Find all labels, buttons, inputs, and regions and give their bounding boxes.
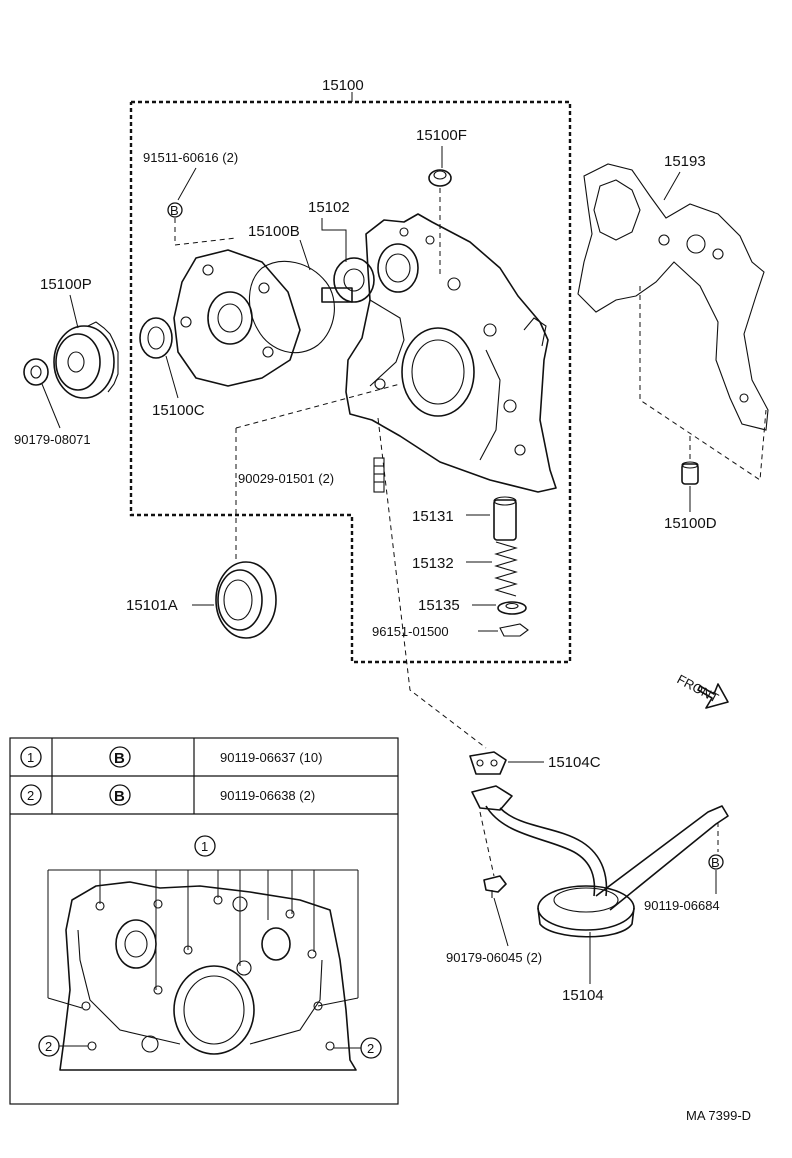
- svg-text:1: 1: [201, 839, 208, 854]
- inset-marker-2-left: 2: [38, 1035, 60, 1057]
- label-clip: 96151-01500: [372, 624, 449, 639]
- front-arrow: FRONT: [675, 671, 729, 709]
- retainer-15135: [497, 601, 527, 615]
- label-15100F: 15100F: [416, 127, 467, 144]
- bolt-table: 1 B 90119-06637 (10) 2 B 90119-06638 (2): [9, 737, 399, 1105]
- label-15132: 15132: [412, 555, 454, 572]
- label-15101A: 15101A: [126, 597, 178, 614]
- cap-15100F: [428, 169, 452, 187]
- label-bolt-top: 91511-60616 (2): [143, 150, 238, 165]
- svg-text:2: 2: [45, 1039, 52, 1054]
- label-15135: 15135: [418, 597, 460, 614]
- nut-90179-06045: [483, 875, 507, 898]
- inset-marker-2-right: 2: [360, 1037, 382, 1059]
- gasket-15104C: [469, 751, 507, 775]
- oil-seal-15101A: [215, 561, 277, 639]
- timing-cover: [345, 213, 557, 493]
- dowel-15100D: [681, 461, 699, 485]
- label-15100C: 15100C: [152, 402, 205, 419]
- valve-15131: [493, 496, 517, 541]
- label-15104: 15104: [562, 987, 604, 1004]
- label-15100P: 15100P: [40, 276, 92, 293]
- table-row: 2 B 90119-06638 (2): [20, 784, 315, 806]
- rotor-15102: [321, 257, 375, 303]
- svg-text:B: B: [114, 750, 125, 767]
- svg-text:1: 1: [27, 750, 34, 765]
- clip-96151: [499, 623, 529, 637]
- label-15131: 15131: [412, 508, 454, 525]
- svg-text:B: B: [711, 855, 720, 870]
- sprocket-15100P: [53, 321, 119, 399]
- inset-cover-drawing: 1: [38, 835, 382, 1071]
- svg-text:2: 2: [367, 1041, 374, 1056]
- pump-housing: [173, 249, 301, 387]
- b-marker-strainer: B: [708, 854, 724, 870]
- seal-15100C: [139, 317, 173, 359]
- drawing-code: MA 7399-D: [686, 1108, 751, 1123]
- nut-90179: [23, 358, 49, 386]
- svg-text:90119-06638 (2): 90119-06638 (2): [220, 788, 315, 803]
- label-15102: 15102: [308, 199, 350, 216]
- spring-15132: [494, 541, 518, 597]
- label-nut-strainer: 90179-06045 (2): [446, 950, 542, 965]
- label-15100B: 15100B: [248, 223, 300, 240]
- svg-text:B: B: [114, 788, 125, 805]
- label-15193: 15193: [664, 153, 706, 170]
- label-15104C: 15104C: [548, 754, 601, 771]
- svg-text:2: 2: [27, 788, 34, 803]
- svg-text:90119-06637 (10): 90119-06637 (10): [220, 750, 322, 765]
- gasket-15193: [577, 163, 769, 431]
- label-nut: 90179-08071: [14, 432, 91, 447]
- pin-90029: [373, 457, 385, 493]
- assembly-bracket: [129, 92, 572, 664]
- label-15100D: 15100D: [664, 515, 717, 532]
- label-bolt-strainer: 90119-06684: [644, 898, 720, 913]
- svg-text:B: B: [170, 203, 179, 218]
- strainer-15104: [471, 785, 729, 938]
- label-15100: 15100: [322, 77, 364, 94]
- label-pin: 90029-01501 (2): [238, 471, 334, 486]
- b-marker-top: B: [167, 202, 183, 218]
- table-row: 1 B 90119-06637 (10): [20, 746, 322, 768]
- inset-marker-1: 1: [194, 835, 216, 857]
